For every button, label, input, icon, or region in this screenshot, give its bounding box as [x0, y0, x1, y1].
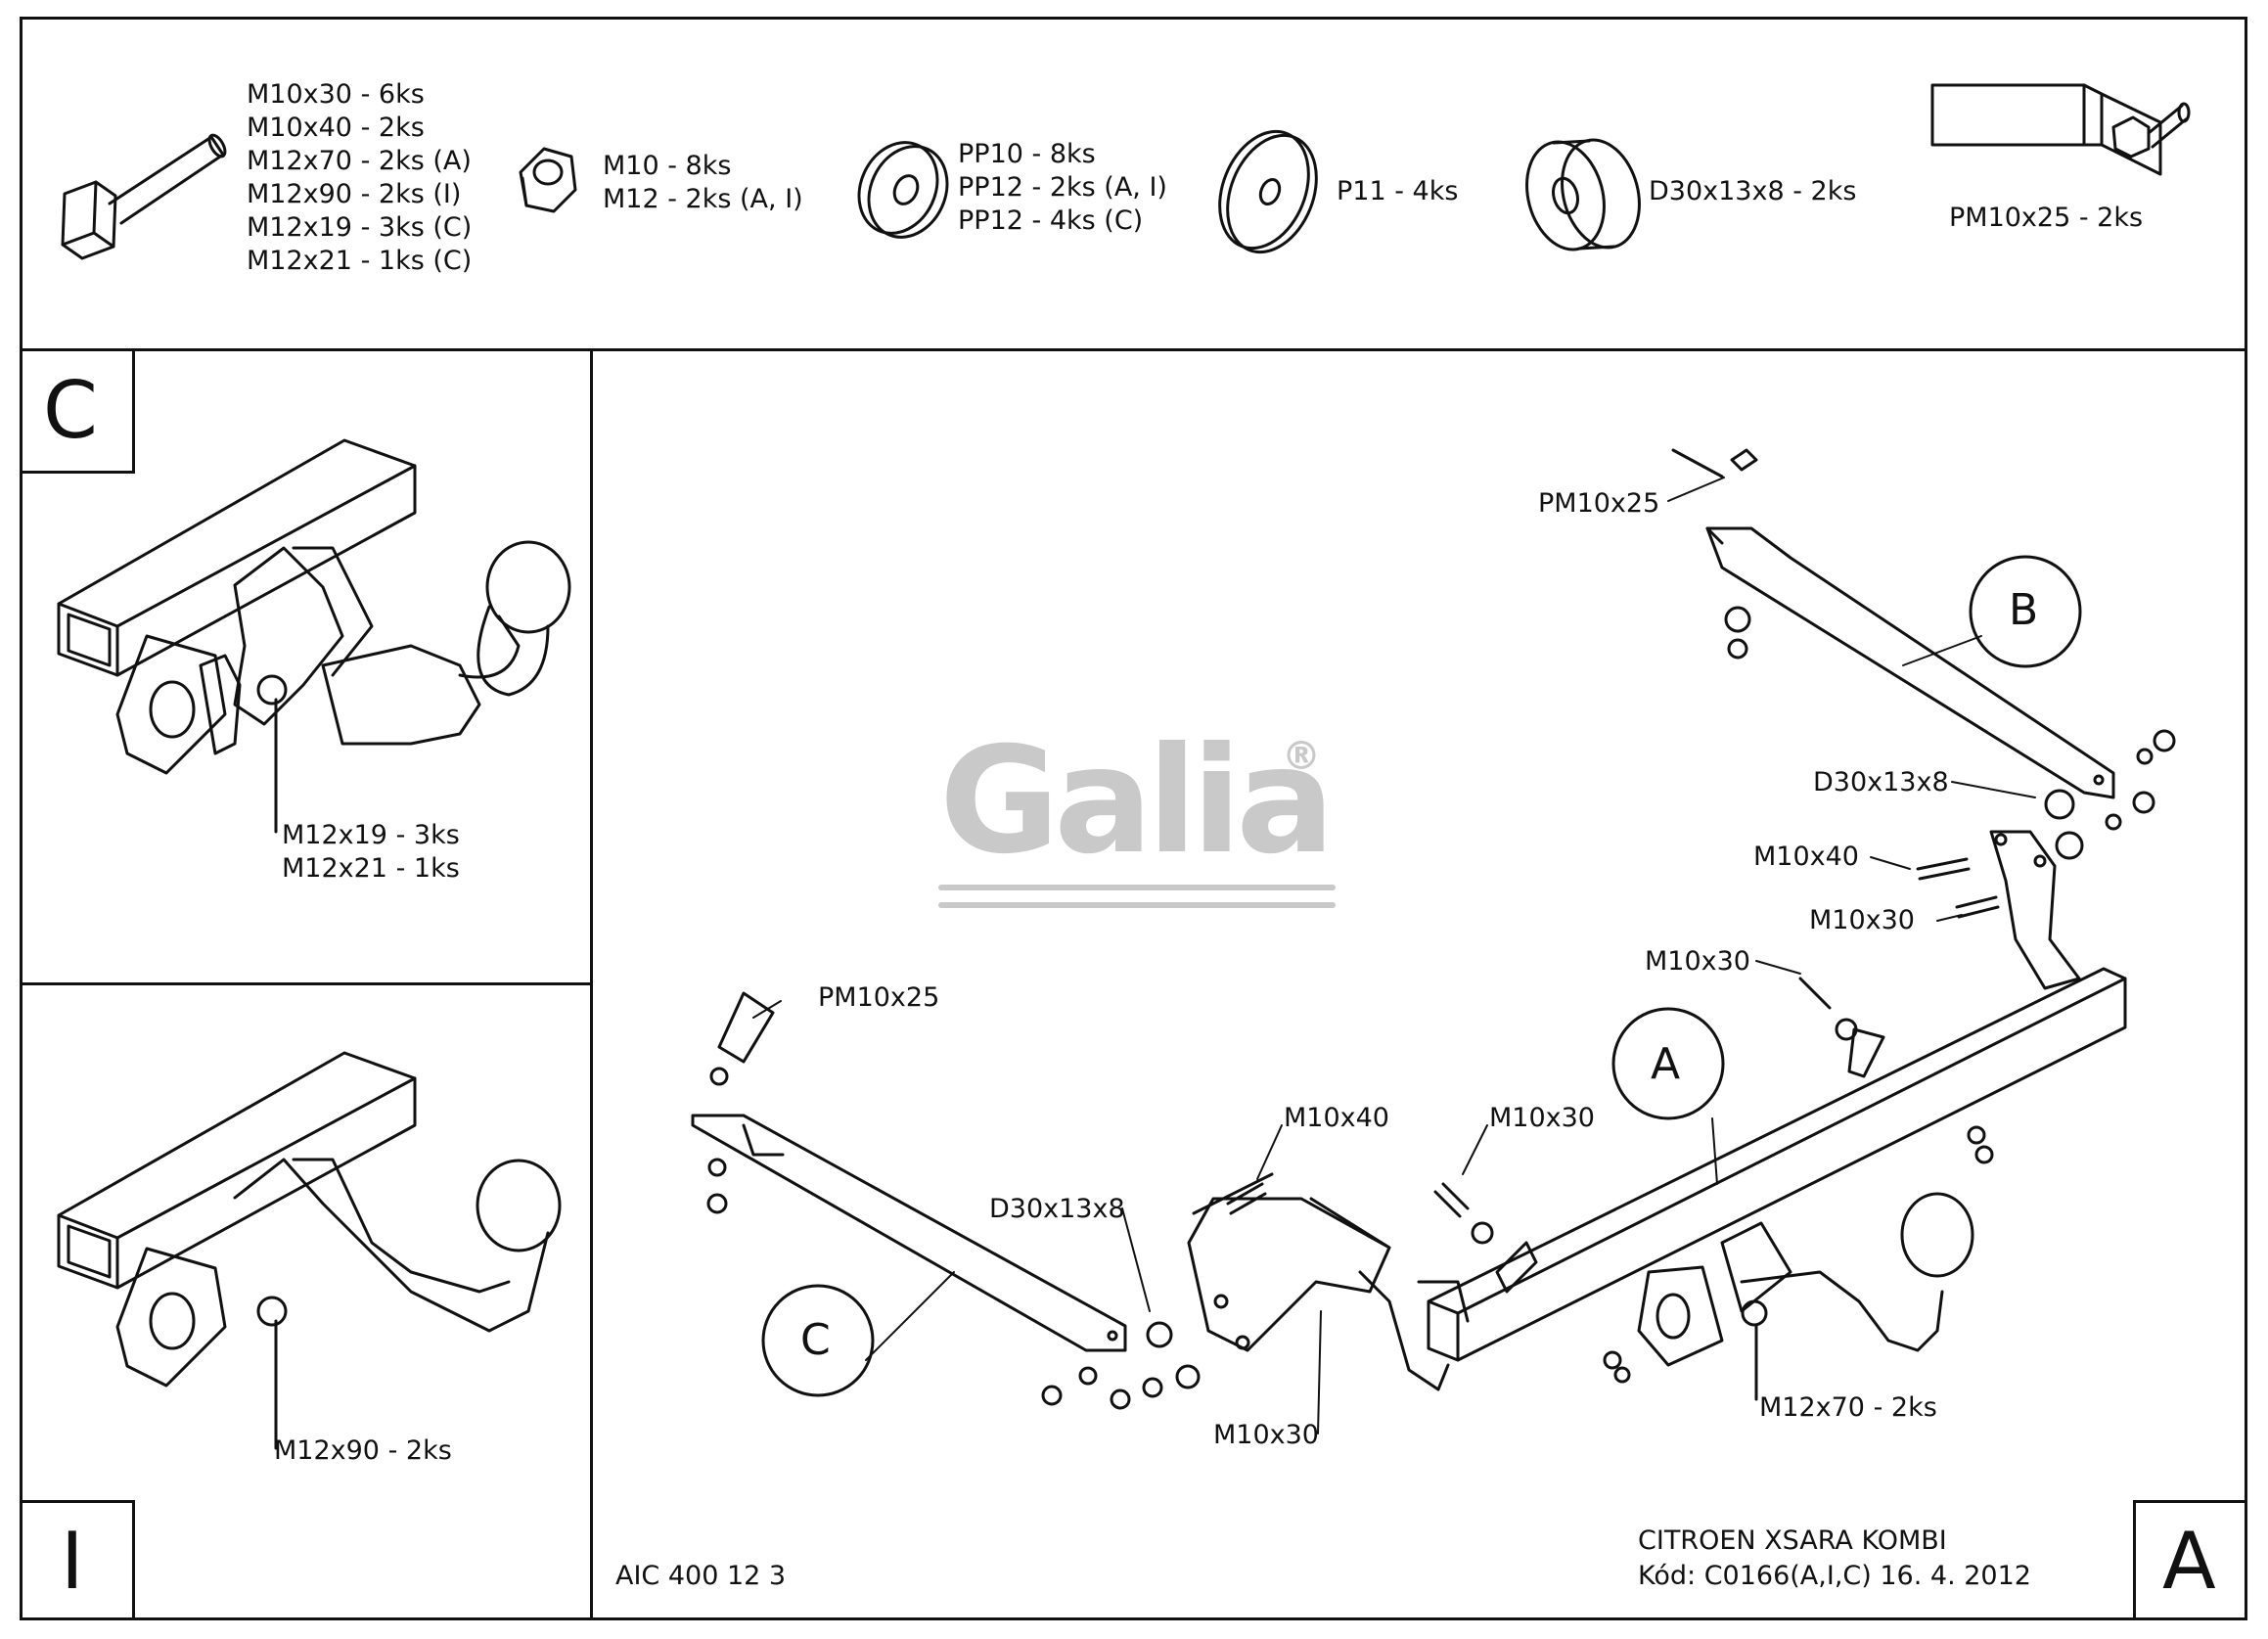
watermark-underline: [938, 885, 1336, 908]
callout-circle-b: [1969, 555, 2082, 668]
nut-item: M12 - 2ks (A, I): [603, 184, 803, 214]
bolt-list: M10x30 - 6ks M10x40 - 2ks M12x70 - 2ks (…: [247, 78, 472, 278]
callout-m10x30-right: M10x30: [1809, 905, 1915, 935]
registered-mark: ®: [1282, 734, 1321, 779]
callout-m10x40-mid: M10x40: [1284, 1103, 1389, 1133]
panel-i-bolt-label: M12x90 - 2ks: [274, 1435, 452, 1466]
leader-lines: [752, 477, 2036, 1434]
panel-c-letter: C: [43, 365, 98, 456]
panel-c-bolt-labels: M12x19 - 3ks M12x21 - 1ks: [282, 819, 460, 886]
nut-icon: [519, 147, 577, 213]
order-code: Kód: C0166(A,I,C) 16. 4. 2012: [1638, 1561, 2031, 1591]
circle-c-letter: C: [800, 1315, 831, 1365]
callout-circle-a: [1611, 1007, 1725, 1120]
galia-watermark: Galia: [939, 716, 1335, 887]
callout-m10x40-right: M10x40: [1753, 842, 1859, 872]
hitch-assembly: [1637, 1192, 1974, 1401]
panel-c-towbar: [57, 438, 571, 834]
product-code: AIC 400 12 3: [615, 1561, 787, 1591]
nut-list: M10 - 8ks M12 - 2ks (A, I): [603, 150, 803, 216]
washer-item: PP12 - 4ks (C): [958, 205, 1144, 236]
panel-i-towbar: [57, 1051, 562, 1450]
callout-d30-right: D30x13x8: [1813, 767, 1949, 797]
callout-pm-top: PM10x25: [1538, 488, 1660, 519]
washer-list: PP10 - 8ks PP12 - 2ks (A, I) PP12 - 4ks …: [958, 138, 1167, 238]
bolt-icon: [61, 133, 227, 260]
cross-member-a: [1417, 967, 2127, 1362]
spacer-label: D30x13x8 - 2ks: [1649, 176, 1857, 206]
washer-pp-icon: [857, 141, 949, 239]
plate-label: PM10x25 - 2ks: [1949, 203, 2144, 233]
callout-m10x30-center: M10x30: [1489, 1103, 1595, 1133]
spacer-icon: [1525, 138, 1641, 251]
washer-item: PP10 - 8ks: [958, 139, 1096, 169]
main-panel: [590, 348, 2247, 1620]
panel-i-letter: I: [61, 1516, 84, 1607]
fasteners: [706, 606, 2176, 1410]
bolt-item: M12x70 - 2ks (A): [247, 146, 472, 176]
callout-pm-left: PM10x25: [818, 982, 940, 1013]
callout-circle-c: [761, 1284, 875, 1397]
panel-c-label: M12x19 - 3ks: [282, 820, 460, 850]
panel-c-label: M12x21 - 1ks: [282, 853, 460, 884]
callout-m10x30-mid: M10x30: [1645, 946, 1750, 977]
main-letter: A: [2162, 1516, 2216, 1607]
washer-item: PP12 - 2ks (A, I): [958, 172, 1167, 203]
bolt-item: M12x21 - 1ks (C): [247, 246, 473, 276]
bolt-item: M10x30 - 6ks: [247, 79, 425, 110]
strap-b: [1671, 448, 2115, 799]
strap-c: [691, 991, 1127, 1352]
callout-d30-left: D30x13x8: [989, 1194, 1125, 1224]
letter-box-i: [20, 1500, 135, 1620]
letter-box-a: [2133, 1500, 2247, 1620]
circle-b-letter: B: [2009, 585, 2039, 635]
circle-a-letter: A: [1651, 1039, 1681, 1089]
bolt-item: M12x19 - 3ks (C): [247, 212, 473, 243]
right-bracket: [1989, 830, 2081, 990]
plate-bolt-icon: [1930, 83, 2191, 176]
washer-p11-icon: [1218, 129, 1318, 254]
bolt-item: M10x40 - 2ks: [247, 113, 425, 143]
callout-m12x70: M12x70 - 2ks: [1759, 1392, 1937, 1423]
letter-box-c: [20, 348, 135, 474]
nut-item: M10 - 8ks: [603, 151, 732, 181]
left-bracket: [1187, 1172, 1450, 1391]
vehicle-name: CITROEN XSARA KOMBI: [1638, 1525, 1947, 1556]
bolt-item: M12x90 - 2ks (I): [247, 179, 462, 209]
washer-p11-label: P11 - 4ks: [1337, 176, 1459, 206]
callout-m10x30-bottom: M10x30: [1213, 1420, 1319, 1450]
